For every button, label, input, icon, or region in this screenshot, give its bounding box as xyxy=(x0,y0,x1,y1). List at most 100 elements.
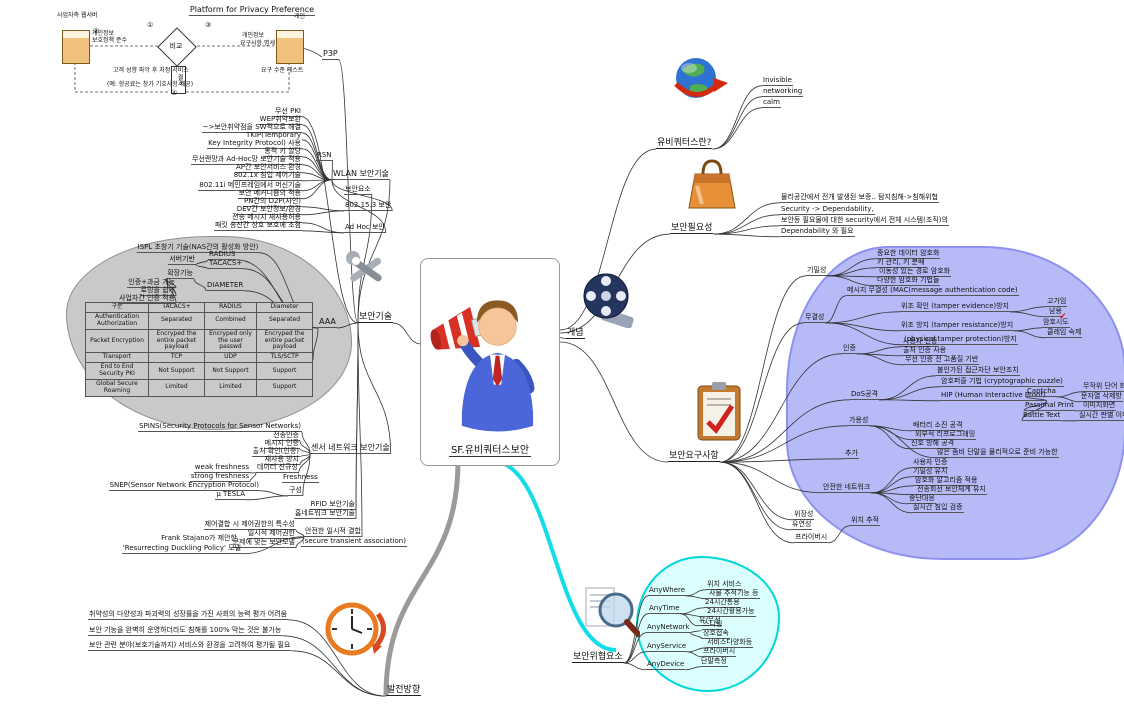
globe-icon xyxy=(674,58,728,98)
node-T_w1: 위치 서비스 xyxy=(706,580,743,590)
node-S3: 메시지 인증 xyxy=(263,439,300,449)
center-topic[interactable]: SF.유비쿼터스보안 xyxy=(420,258,560,466)
node-L5: Key Integrity Protocol) 사용 xyxy=(207,139,302,149)
node-L20: 보안요소 xyxy=(344,185,372,195)
node-B_d4: Captcha xyxy=(1026,387,1057,397)
edge xyxy=(301,230,345,234)
edge xyxy=(1009,306,1047,313)
node-main_concept[interactable]: 개념 xyxy=(566,328,585,340)
edge xyxy=(686,589,707,597)
edge xyxy=(383,460,461,697)
edge xyxy=(869,425,937,459)
node-T_n1: 스니핑 xyxy=(702,620,724,630)
table-cell: Authentication Authorization xyxy=(85,311,149,330)
node-B_m3: 위조 방지 (tamper resistance)방지 xyxy=(900,321,1015,331)
center-topic-title: SF.유비쿼터스보안 xyxy=(448,445,532,457)
requirements-cloud xyxy=(786,246,1124,560)
node-main_dev[interactable]: 발전방향 xyxy=(386,685,422,697)
node-G5: 확장기능 xyxy=(166,269,194,279)
node-S10: SNEP(Sensor Network Encryption Protocol) xyxy=(108,481,260,491)
table-cell: Encryped the entire packet payload xyxy=(256,328,313,354)
table-cell: TLS/SCTP xyxy=(256,352,313,364)
node-B_k1: 중요한 데이터 암호화 xyxy=(876,249,941,259)
edge xyxy=(712,85,763,150)
node-B_i2: 출처 인증 사용 xyxy=(902,346,948,356)
edge xyxy=(825,322,904,346)
node-S2: 전송인증 xyxy=(272,431,300,441)
node-S8: strong freshness xyxy=(189,472,250,482)
node-T_w2: 사물 추적기능 등 xyxy=(708,589,760,599)
result-box: 결과 xyxy=(171,66,186,94)
node-T_d1: 단말측정 xyxy=(700,657,728,667)
node-fc_title: Platform for Privacy Preference xyxy=(188,5,316,16)
node-B_k: 기밀성 xyxy=(806,266,828,276)
node-B_d4a: 무작위 단어 화면 xyxy=(1082,382,1124,392)
edge xyxy=(713,233,781,238)
node-B_s2: 기밀성 유지 xyxy=(912,467,949,477)
node-RB4: calm xyxy=(762,98,781,108)
node-L6: 동적 키 할당 xyxy=(263,147,302,157)
node-B_k2: 키 관리, 키 분배 xyxy=(876,258,926,268)
edge xyxy=(1014,327,1043,332)
node-fc_li2: 보호정책 준수 xyxy=(92,37,128,44)
edge xyxy=(331,160,333,180)
node-G4: TACACS+ xyxy=(208,259,244,269)
node-B_d6a: 실시간 판별 이미지 xyxy=(1078,411,1124,421)
node-main_need[interactable]: 보안필요성 xyxy=(670,223,714,235)
node-L11: 보안 메커니즘의 적용 xyxy=(237,189,302,199)
node-fc_n2: ② xyxy=(93,27,100,35)
node-T_t1: 24시간통용 xyxy=(704,598,741,608)
node-RB7: Security -> Dependability, xyxy=(780,205,875,215)
node-RB6: 물리공간에서 전개 발생된 보증.. 탐지침해->침해위협 xyxy=(780,193,939,203)
edge xyxy=(719,425,849,463)
node-T_d: AnyDevice xyxy=(646,660,686,670)
node-B_p2: 유연성 xyxy=(791,520,813,530)
node-B_p3a: 위치 추적 xyxy=(850,516,880,526)
edge xyxy=(559,341,669,463)
node-B_d2: 암호퍼즐 기법 (cryptographic puzzle) xyxy=(940,377,1064,387)
node-B_d3: HIP (Human Interactive Proof) xyxy=(940,391,1047,401)
node-chk: ✔ xyxy=(1059,312,1067,322)
node-main_threat[interactable]: 보안위협요소 xyxy=(572,652,624,664)
node-RB2: Invisible xyxy=(762,76,793,86)
node-RB9: Dependability 와 필요 xyxy=(780,227,855,237)
node-main_ubi[interactable]: 유비쿼터스란? xyxy=(656,138,713,150)
node-S12: 구성 xyxy=(288,486,303,496)
node-B_g: 가용성 xyxy=(848,416,870,426)
node-B_p3: 프라이버시 xyxy=(794,533,829,543)
node-B_m2b: 남용 xyxy=(1048,307,1063,317)
node-T_s1: 서비스다양화등 xyxy=(706,638,754,648)
magnifier-icon xyxy=(585,587,640,637)
edge xyxy=(301,179,333,200)
p3p-server-box xyxy=(62,30,90,64)
table-header-cell: RADIUS xyxy=(203,302,258,313)
edge xyxy=(686,595,709,600)
node-B_m2a: 고가임 xyxy=(1046,297,1068,307)
table-cell: Limited xyxy=(148,379,205,397)
node-fc_ri2: 요구사항 명세 xyxy=(240,40,276,47)
node-main_tech[interactable]: 보안기술 xyxy=(358,312,394,324)
node-L2: WEP취약보완 xyxy=(258,115,302,125)
node-B_m3b: 클레임 숙제 xyxy=(1046,328,1083,338)
edge xyxy=(295,529,305,537)
node-G9: DIAMETER xyxy=(206,281,245,291)
node-B_d1: 불인가된 접근차단 보안조치 xyxy=(936,366,1020,376)
node-P2: 보안 기능을 완벽히 운영하더라도 침해를 100% 막는 것은 불가능 xyxy=(88,626,283,636)
edge xyxy=(719,353,843,463)
node-G2: 서버기반 xyxy=(168,255,196,265)
node-L15: 전송 메시지 재사용허용 xyxy=(231,213,302,223)
edge xyxy=(1009,311,1049,318)
edge xyxy=(856,346,903,355)
node-T_n: AnyNetwork xyxy=(646,623,691,633)
node-L12: PN간의 D2P(사인) xyxy=(243,197,302,207)
edge xyxy=(623,662,647,671)
node-T_t2: 24시간활용가능 xyxy=(706,607,756,617)
node-main_req[interactable]: 보안요구사항 xyxy=(668,451,720,463)
table-cell: Separated xyxy=(256,311,313,330)
node-B_p1: 위장성 xyxy=(793,510,815,520)
edge xyxy=(869,425,911,450)
edge xyxy=(690,632,703,639)
node-G6: 인증+과금 기능 xyxy=(127,278,176,288)
